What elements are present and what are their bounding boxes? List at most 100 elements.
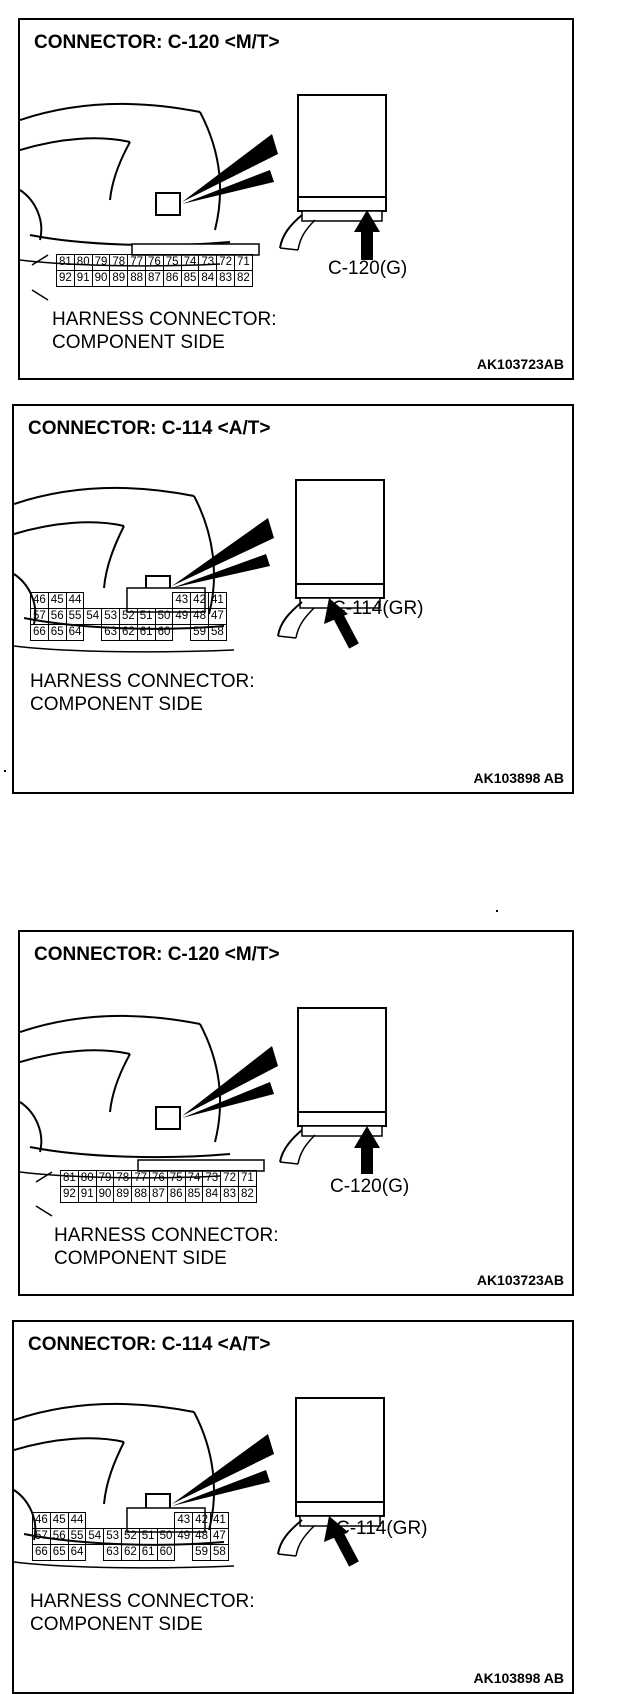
pin-cell: 51 — [138, 1528, 158, 1545]
pin-cell: 59 — [192, 1544, 211, 1561]
pin-cell: 89 — [109, 270, 129, 287]
pin-cell: 59 — [190, 624, 209, 641]
pin-cell: 62 — [118, 624, 138, 641]
connector-label: C-114(GR) — [332, 598, 424, 619]
harness-caption-line: HARNESS CONNECTOR: — [30, 1591, 255, 1612]
pin-cell: 43 — [174, 1512, 194, 1529]
panel-title: CONNECTOR: C-120 <M/T> — [34, 944, 280, 965]
pin-cell: 78 — [109, 254, 129, 271]
pin-cell: 89 — [113, 1186, 133, 1203]
pin-gap — [155, 593, 173, 609]
harness-caption-line: COMPONENT SIDE — [54, 1248, 227, 1269]
pin-cell: 47 — [207, 608, 227, 625]
figure-code: AK103898 AB — [473, 1670, 564, 1686]
pin-gap — [86, 1545, 104, 1561]
pin-cell: 90 — [95, 1186, 115, 1203]
pin-cell: 75 — [166, 1170, 186, 1187]
pin-cell: 51 — [136, 608, 156, 625]
pin-gap — [84, 593, 102, 609]
pin-cell: 83 — [216, 270, 235, 287]
pin-cell: 54 — [83, 608, 103, 625]
pin-cell: 65 — [49, 1544, 69, 1561]
pin-cell: 83 — [220, 1186, 239, 1203]
pin-cell: 60 — [154, 624, 174, 641]
pin-cell: 76 — [144, 254, 164, 271]
pin-cell: 41 — [207, 592, 227, 609]
pin-cell: 77 — [131, 1170, 150, 1187]
pin-cell: 87 — [144, 270, 164, 287]
harness-caption: HARNESS CONNECTOR: COMPONENT SIDE — [54, 1224, 279, 1270]
pin-cell: 46 — [30, 592, 49, 609]
pin-gap — [175, 1545, 193, 1561]
pin-cell: 64 — [67, 1544, 87, 1561]
pin-cell: 58 — [207, 624, 227, 641]
panel-title: CONNECTOR: C-120 <M/T> — [34, 32, 280, 53]
pin-cell: 72 — [216, 254, 235, 271]
panel-title: CONNECTOR: C-114 <A/T> — [28, 418, 271, 439]
pin-gap — [137, 593, 155, 609]
pin-cell: 81 — [60, 1170, 79, 1187]
pin-cell: 61 — [138, 1544, 158, 1561]
pin-cell: 86 — [162, 270, 182, 287]
pin-cell: 82 — [233, 270, 253, 287]
pin-cell: 50 — [154, 608, 174, 625]
pin-cell: 87 — [148, 1186, 168, 1203]
pin-cell: 63 — [101, 624, 120, 641]
pin-cell: 44 — [67, 1512, 87, 1529]
pin-gap — [86, 1513, 104, 1529]
figure-code: AK103723AB — [476, 1272, 564, 1288]
pin-cell: 74 — [184, 1170, 204, 1187]
pin-cell: 65 — [47, 624, 67, 641]
pin-cell: 46 — [32, 1512, 51, 1529]
pin-gap — [139, 1513, 157, 1529]
connector-pin-table: 81 80 79 78 77 76 75 74 73 72 71 92 91 9… — [56, 254, 253, 287]
pin-cell: 57 — [32, 1528, 51, 1545]
pin-cell: 52 — [118, 608, 138, 625]
pin-cell: 73 — [198, 254, 218, 271]
pin-cell: 88 — [131, 1186, 150, 1203]
pin-cell: 53 — [103, 1528, 122, 1545]
pin-cell: 76 — [148, 1170, 168, 1187]
harness-caption: HARNESS CONNECTOR: COMPONENT SIDE — [52, 308, 277, 354]
pin-cell: 64 — [65, 624, 85, 641]
pin-cell: 88 — [127, 270, 146, 287]
pin-gap — [104, 1513, 122, 1529]
scan-speck — [496, 910, 498, 912]
pin-cell: 66 — [30, 624, 49, 641]
pin-cell: 71 — [237, 1170, 257, 1187]
pin-cell: 86 — [166, 1186, 186, 1203]
panel-title: CONNECTOR: C-114 <A/T> — [28, 1334, 271, 1355]
pin-cell: 48 — [190, 608, 209, 625]
connector-label: C-120(G) — [330, 1176, 410, 1197]
pin-cell: 62 — [120, 1544, 140, 1561]
pin-cell: 42 — [192, 1512, 211, 1529]
harness-caption-line: COMPONENT SIDE — [30, 694, 203, 715]
pin-cell: 57 — [30, 608, 49, 625]
pin-cell: 85 — [184, 1186, 204, 1203]
pin-cell: 82 — [237, 1186, 257, 1203]
pin-cell: 80 — [77, 1170, 97, 1187]
pin-cell: 91 — [77, 1186, 97, 1203]
pin-cell: 84 — [198, 270, 218, 287]
pin-cell: 75 — [162, 254, 182, 271]
pin-cell: 54 — [85, 1528, 105, 1545]
figure-code: AK103723AB — [476, 356, 564, 372]
connector-panel-c114-lower: CONNECTOR: C-114 <A/T> 46 45 44 — [12, 1320, 574, 1694]
harness-caption: HARNESS CONNECTOR: COMPONENT SIDE — [30, 1590, 255, 1636]
pin-cell: 81 — [56, 254, 75, 271]
pin-cell: 45 — [49, 1512, 69, 1529]
pin-cell: 44 — [65, 592, 85, 609]
pin-cell: 55 — [65, 608, 85, 625]
pin-cell: 49 — [172, 608, 192, 625]
pin-gap — [119, 593, 137, 609]
pin-cell: 56 — [47, 608, 67, 625]
pin-cell: 41 — [209, 1512, 229, 1529]
harness-caption-line: HARNESS CONNECTOR: — [54, 1225, 279, 1246]
pin-cell: 55 — [67, 1528, 87, 1545]
pin-cell: 45 — [47, 592, 67, 609]
connector-pin-table: 81 80 79 78 77 76 75 74 73 72 71 92 91 9… — [60, 1170, 257, 1203]
pin-cell: 47 — [209, 1528, 229, 1545]
pin-cell: 84 — [202, 1186, 222, 1203]
pin-cell: 60 — [156, 1544, 176, 1561]
harness-caption-line: HARNESS CONNECTOR: — [30, 671, 255, 692]
